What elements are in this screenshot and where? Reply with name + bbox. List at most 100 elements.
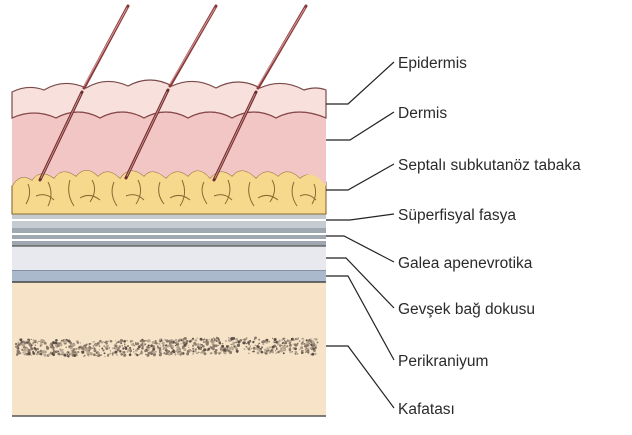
bone-speckle: [192, 346, 193, 347]
bone-speckle: [303, 340, 304, 341]
bone-speckle: [306, 349, 309, 352]
bone-speckle: [175, 345, 176, 346]
bone-speckle: [315, 338, 318, 341]
fat-lobules-outline: [12, 170, 326, 214]
bone-speckle: [70, 340, 71, 341]
bone-speckle: [203, 348, 206, 351]
bone-speckle: [43, 340, 45, 342]
bone-speckle: [69, 353, 71, 355]
bone-speckle: [58, 345, 60, 347]
bone-speckle: [100, 354, 102, 356]
bone-speckle: [93, 353, 96, 356]
bone-speckle: [305, 352, 306, 353]
bone-speckle: [146, 346, 149, 349]
bone-speckle: [46, 347, 49, 350]
bone-speckle: [284, 340, 285, 341]
bone-speckle: [30, 347, 33, 350]
bone-speckle: [221, 345, 224, 348]
bone-speckle: [219, 342, 221, 344]
bone-speckle: [246, 346, 247, 347]
bone-speckle: [57, 342, 58, 343]
bone-speckle: [149, 352, 152, 355]
bone-speckle: [81, 347, 84, 350]
bone-speckle: [209, 346, 211, 348]
bone-speckle: [127, 345, 129, 347]
label-epidermis: Epidermis: [398, 55, 467, 72]
bone-speckle: [73, 354, 76, 357]
label-superficial-fascia: Süperfisyal fasya: [398, 207, 516, 224]
bone-speckle: [102, 349, 104, 351]
bone-speckle: [195, 351, 197, 353]
bone-speckle: [289, 344, 292, 347]
bone-speckle: [202, 345, 205, 348]
bone-speckle: [112, 354, 113, 355]
bone-speckle: [67, 354, 68, 355]
bone-speckle: [88, 355, 90, 357]
bone-speckle: [97, 352, 100, 355]
bone-speckle: [81, 351, 84, 354]
bone-speckle: [203, 341, 205, 343]
bone-speckle: [188, 347, 189, 348]
bone-speckle: [255, 338, 256, 339]
bone-speckle: [312, 344, 315, 347]
bone-speckle: [27, 349, 30, 352]
pericranium-leader: [326, 276, 394, 360]
bone-speckle: [229, 350, 230, 351]
bone-speckle: [140, 343, 143, 346]
hair-shafts: [84, 6, 306, 88]
bone-speckle: [112, 348, 113, 349]
bone-speckle: [57, 352, 60, 355]
bone-speckle: [152, 345, 155, 348]
bone-speckle: [53, 349, 55, 351]
bone-speckle: [22, 352, 24, 354]
bone-speckle: [78, 347, 79, 348]
bone-speckle: [275, 350, 276, 351]
bone-speckle: [52, 341, 55, 344]
bone-speckle: [123, 354, 126, 357]
bone-speckle: [252, 341, 253, 342]
bone-speckle: [110, 340, 111, 341]
bone-speckle: [76, 352, 78, 354]
bone-speckle: [235, 338, 238, 341]
bone-speckle: [88, 347, 89, 348]
bone-speckle: [129, 353, 132, 356]
bone-speckle: [171, 345, 174, 348]
bone-speckle: [311, 338, 312, 339]
bone-speckle: [40, 345, 42, 347]
bone-speckle: [251, 348, 252, 349]
bone-speckle: [76, 348, 78, 350]
bone-speckle: [181, 343, 182, 344]
bone-speckle: [201, 351, 204, 354]
bone-speckle: [290, 347, 291, 348]
bone-speckle: [174, 354, 176, 356]
bone-speckle: [21, 341, 23, 343]
bone-speckle: [183, 340, 184, 341]
bone-speckle: [193, 342, 196, 345]
bone-speckle: [124, 343, 126, 345]
bone-speckle: [188, 345, 189, 346]
bone-speckle: [250, 345, 251, 346]
bone-speckle: [237, 345, 239, 347]
bone-speckle: [231, 346, 232, 347]
bone-speckle: [121, 350, 122, 351]
bone-speckle: [252, 351, 253, 352]
bone-speckle: [159, 347, 161, 349]
bone-speckle: [109, 347, 111, 349]
bone-speckle: [65, 346, 67, 348]
loose-connective-layer: [12, 246, 326, 270]
bone-speckle: [225, 340, 227, 342]
bone-speckle: [223, 349, 226, 352]
bone-speckle: [152, 350, 154, 352]
bone-speckle: [264, 350, 265, 351]
bone-speckle: [23, 350, 25, 352]
bone-speckle: [215, 349, 218, 352]
bone-speckle: [73, 344, 75, 346]
bone-speckle: [104, 356, 105, 357]
bone-speckle: [248, 348, 250, 350]
bone-speckle: [227, 345, 228, 346]
bone-speckle: [285, 347, 286, 348]
bone-speckle: [140, 340, 142, 342]
bone-speckle: [312, 347, 315, 350]
bone-speckle: [307, 344, 309, 346]
bone-speckle: [89, 343, 91, 345]
